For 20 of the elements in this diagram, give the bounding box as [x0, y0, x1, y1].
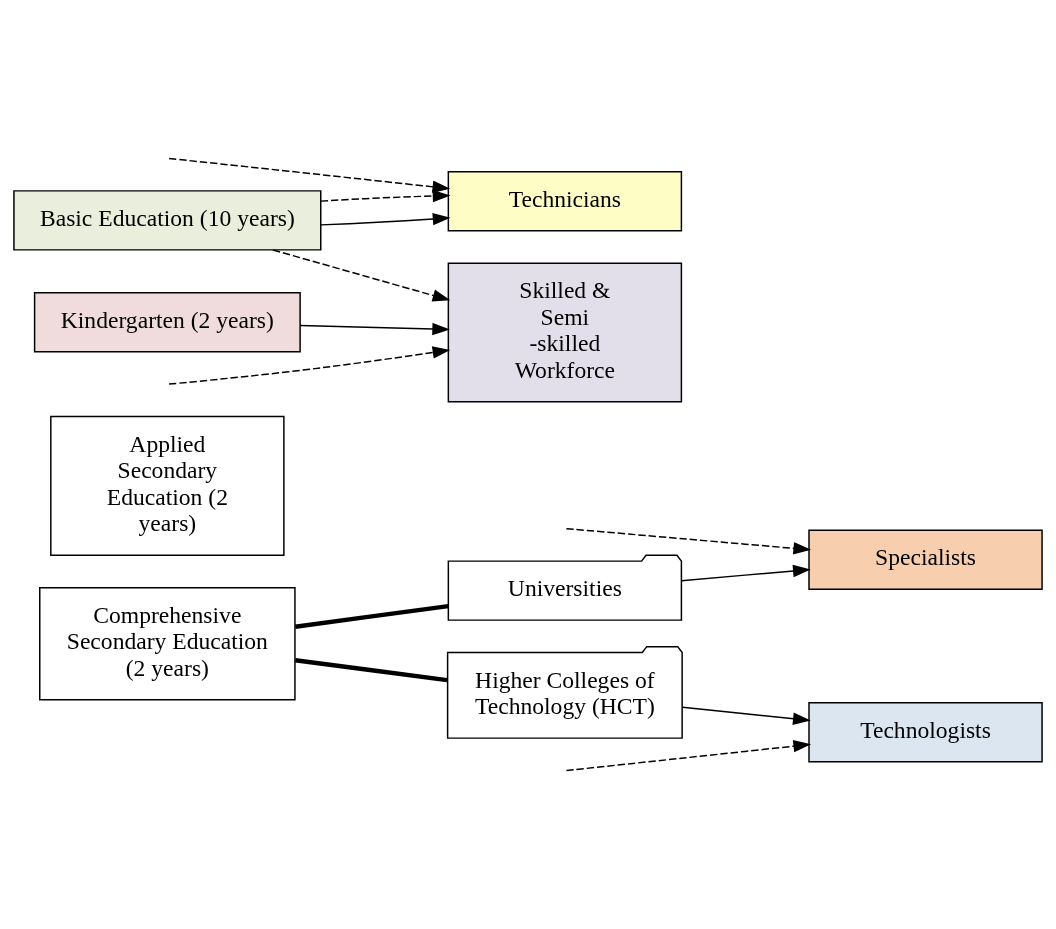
node-box: Comprehensive Secondary Education (2 years): [39, 586, 296, 701]
node-box: Applied Secondary Education (2 years): [50, 415, 285, 556]
arrow: [272, 249, 451, 302]
arrow: [299, 322, 451, 336]
arrow: [320, 212, 451, 226]
arrow: [565, 740, 812, 772]
node-box: Basic Education (10 years): [13, 190, 322, 251]
node-box: Specialists: [808, 529, 1043, 590]
arrow: [320, 180, 451, 203]
arrow: [681, 706, 811, 725]
connector: [295, 603, 449, 629]
arrow: [565, 527, 812, 555]
node-box: Technicians: [447, 170, 683, 232]
node-box: Kindergarten (2 years): [33, 291, 301, 353]
node-box: Technologists: [808, 702, 1043, 763]
arrow: [680, 564, 811, 582]
node-box: Skilled & Semi -skilled Workforce: [447, 262, 683, 403]
connector: [295, 658, 448, 683]
arrow: [168, 346, 451, 385]
arrow: [168, 157, 451, 203]
